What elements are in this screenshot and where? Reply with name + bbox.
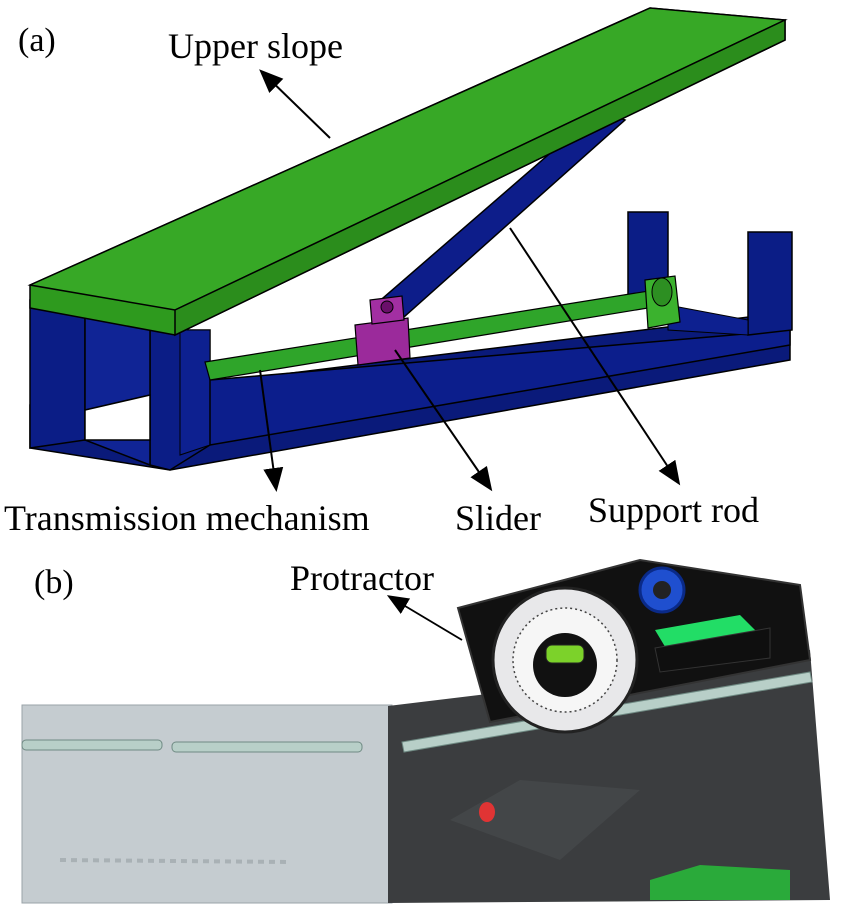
horizontal-sheet (22, 705, 392, 903)
transmission-rod (204, 275, 681, 381)
panel-a-model (27, 7, 793, 492)
upper-slope-arrow (259, 69, 331, 139)
slider-block (354, 295, 411, 366)
panel-a-label: (a) (18, 22, 56, 59)
red-marker (479, 802, 495, 822)
slider-label: Slider (455, 498, 541, 538)
panel-b-photo (21, 558, 830, 904)
protractor-label: Protractor (290, 558, 434, 598)
transmission-mechanism-label: Transmission mechanism (4, 498, 370, 538)
rod-piece-2 (171, 741, 363, 753)
protractor-arrow (386, 595, 463, 641)
support-rod-arrow (509, 227, 681, 486)
upper-slope (27, 7, 788, 337)
base-frame (29, 211, 793, 471)
rod-piece-1 (21, 739, 163, 751)
slider-arrow (394, 349, 493, 492)
upper-slope-label: Upper slope (168, 26, 343, 66)
protractor-device (456, 558, 812, 734)
transmission-arrow (259, 369, 284, 492)
panel-b-label: (b) (34, 564, 74, 601)
support-rod-label: Support rod (588, 490, 759, 530)
